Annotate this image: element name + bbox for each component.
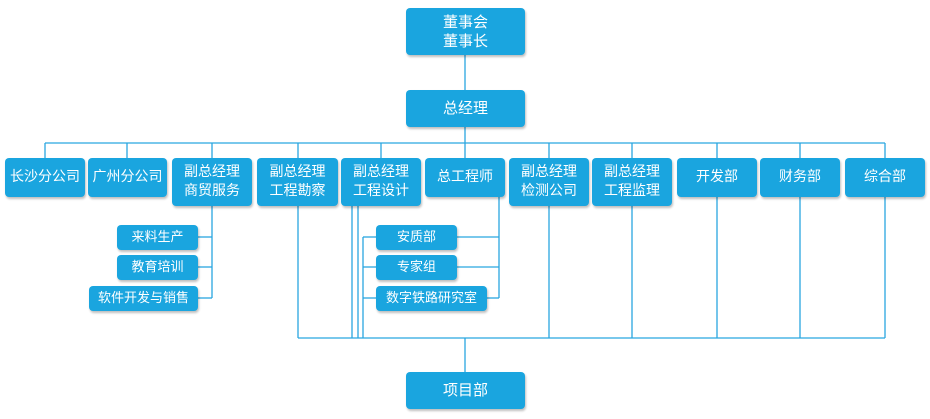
project-department-label: 项目部 <box>442 381 488 399</box>
unit-label: 来料生产 <box>131 230 184 245</box>
dept-subtitle: 检测公司 <box>521 183 577 199</box>
dept-general-affairs: 综合部 <box>845 158 925 197</box>
dept-label: 长沙分公司 <box>10 169 80 185</box>
dept-label: 开发部 <box>696 169 738 185</box>
general-manager-box: 总经理 <box>406 90 525 127</box>
dept-vp-engineering-supervision: 副总经理 工程监理 <box>592 158 672 206</box>
project-department-box: 项目部 <box>406 372 525 409</box>
chairman-label: 董事长 <box>442 31 488 50</box>
unit-software-dev-sales: 软件开发与销售 <box>89 286 198 311</box>
dept-guangzhou-branch: 广州分公司 <box>88 158 167 197</box>
unit-education-training: 教育培训 <box>117 255 198 280</box>
unit-safety-quality: 安质部 <box>376 225 457 250</box>
unit-label: 数字铁路研究室 <box>385 291 477 306</box>
unit-label: 软件开发与销售 <box>97 291 189 306</box>
unit-label: 专家组 <box>396 260 436 275</box>
board-box: 董事会 董事长 <box>406 8 525 55</box>
unit-material-production: 来料生产 <box>117 225 198 250</box>
unit-digital-railway-lab: 数字铁路研究室 <box>376 286 487 311</box>
dept-subtitle: 工程监理 <box>604 183 660 199</box>
dept-label: 财务部 <box>779 169 821 185</box>
dept-label: 总工程师 <box>437 169 493 185</box>
dept-development: 开发部 <box>677 158 757 197</box>
dept-vp-trade-services: 副总经理 商贸服务 <box>172 158 252 206</box>
unit-label: 安质部 <box>396 230 436 245</box>
dept-subtitle: 工程设计 <box>353 183 409 199</box>
general-manager-label: 总经理 <box>442 99 488 117</box>
dept-title: 副总经理 <box>521 164 577 180</box>
dept-title: 副总经理 <box>184 164 240 180</box>
dept-label: 广州分公司 <box>92 169 163 185</box>
unit-label: 教育培训 <box>131 260 184 275</box>
dept-title: 副总经理 <box>353 164 409 180</box>
dept-vp-engineering-design: 副总经理 工程设计 <box>341 158 421 206</box>
dept-label: 综合部 <box>864 169 906 185</box>
dept-vp-engineering-survey: 副总经理 工程勘察 <box>257 158 338 206</box>
dept-changsha-branch: 长沙分公司 <box>5 158 85 197</box>
dept-chief-engineer: 总工程师 <box>425 158 505 197</box>
dept-subtitle: 商贸服务 <box>184 183 240 199</box>
dept-title: 副总经理 <box>604 164 660 180</box>
dept-title: 副总经理 <box>269 164 326 180</box>
dept-vp-testing-company: 副总经理 检测公司 <box>509 158 589 206</box>
board-label: 董事会 <box>442 12 488 31</box>
dept-subtitle: 工程勘察 <box>269 183 326 199</box>
dept-finance: 财务部 <box>760 158 840 197</box>
unit-expert-group: 专家组 <box>376 255 457 280</box>
